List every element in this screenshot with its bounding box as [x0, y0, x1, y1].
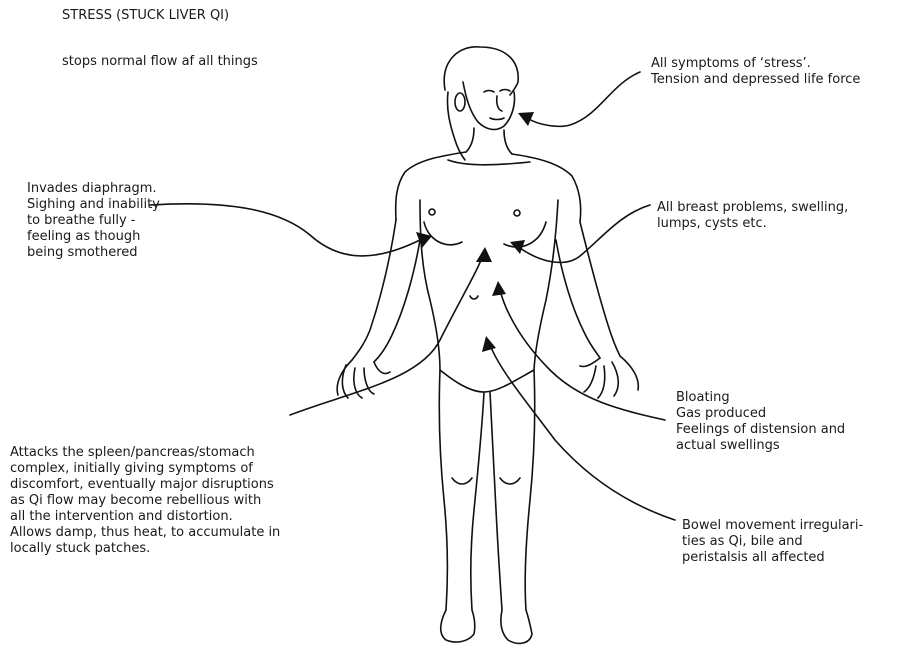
arrow-line-diaphragm	[150, 204, 420, 256]
left-nipple	[429, 209, 435, 215]
right-leg-inner	[490, 392, 502, 610]
arrowhead-spleen	[476, 247, 492, 262]
arrow-line-spleen	[290, 255, 483, 415]
ear	[455, 93, 465, 111]
right-shoulder	[512, 154, 581, 222]
arrow-line-bowel	[490, 345, 675, 520]
annotation-arrows	[150, 72, 675, 520]
mouth	[490, 118, 504, 120]
left-foot	[441, 610, 475, 642]
hair-braid	[447, 92, 465, 160]
pelvis	[440, 370, 534, 392]
right-breast	[504, 222, 546, 247]
neck-left	[466, 128, 474, 152]
left-leg-outer	[439, 370, 447, 610]
left-hand	[337, 360, 390, 398]
right-eye	[500, 90, 510, 92]
navel	[470, 296, 478, 299]
right-foot	[501, 610, 532, 643]
hair	[444, 47, 518, 95]
right-hand	[580, 356, 638, 398]
right-torso-side	[534, 200, 558, 370]
arrowhead-bloating	[492, 281, 506, 296]
neck-right	[504, 130, 512, 154]
left-breast	[424, 222, 462, 245]
left-eye	[484, 91, 494, 93]
clavicle	[448, 160, 530, 165]
left-knee	[452, 478, 472, 484]
arrowhead-bowel	[482, 336, 496, 352]
arrowhead-stress	[518, 112, 534, 126]
arrow-line-breast	[520, 205, 650, 262]
arrow-line-stress	[527, 72, 640, 126]
left-arm-inner	[374, 240, 420, 362]
nose	[497, 96, 502, 111]
left-leg-inner	[471, 392, 484, 610]
right-nipple	[514, 210, 520, 216]
right-knee	[500, 478, 520, 484]
